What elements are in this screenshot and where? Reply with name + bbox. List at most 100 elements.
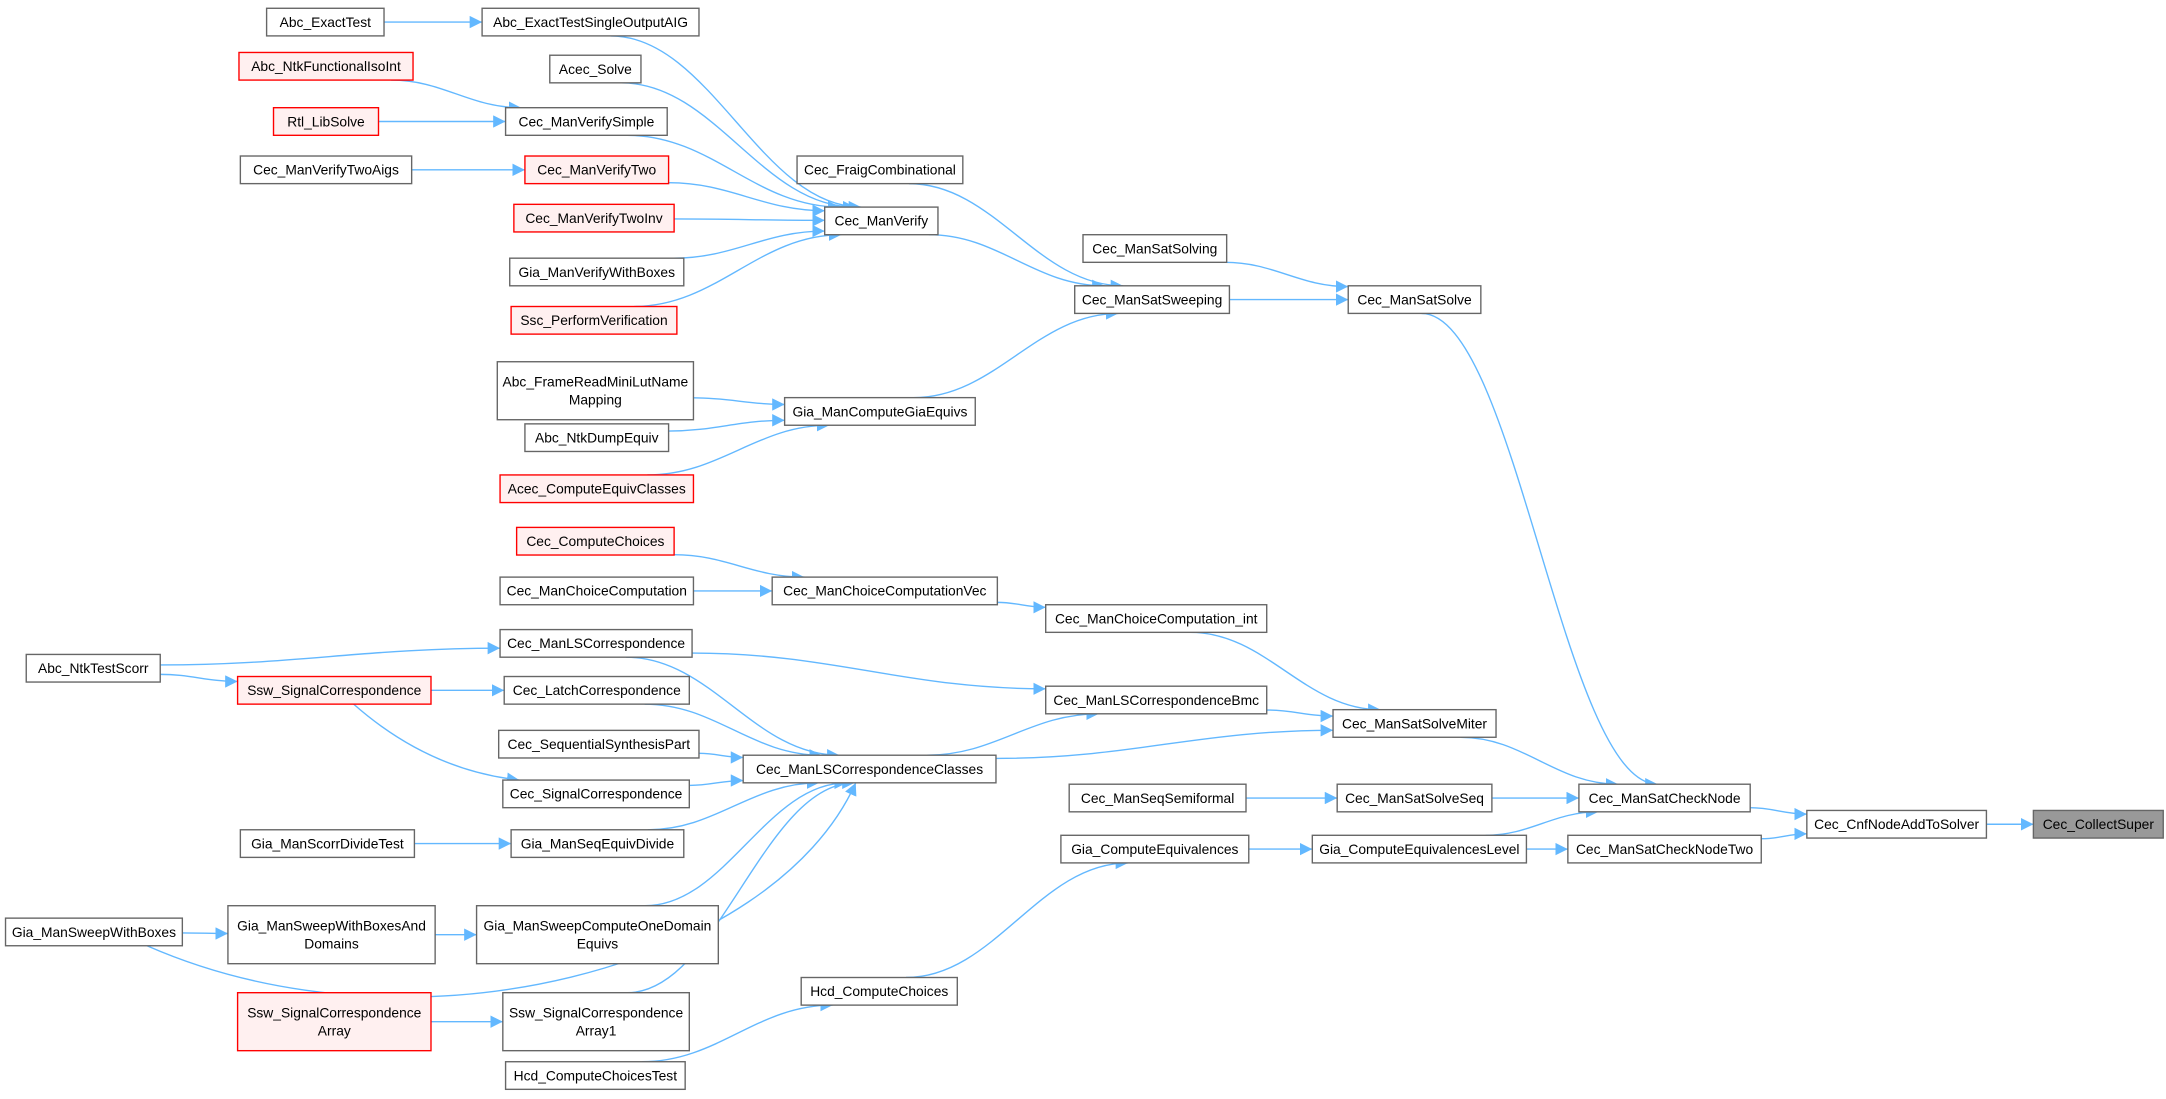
node-label: Cec_LatchCorrespondence bbox=[513, 682, 681, 698]
node-box bbox=[1045, 685, 1268, 715]
node-box bbox=[783, 396, 976, 426]
node-cec-man-lscorrespondence-classes[interactable]: Cec_ManLSCorrespondenceClasses bbox=[742, 754, 997, 784]
node-label: Gia_ComputeEquivalences bbox=[1071, 841, 1238, 857]
node-cec-compute-choices[interactable]: Cec_ComputeChoices bbox=[515, 526, 675, 556]
edge-cec-man-lscorrespondence-to-cec-man-lscorrespondence-bmc bbox=[692, 652, 1046, 696]
node-rtl-lib-solve[interactable]: Rtl_LibSolve bbox=[272, 107, 380, 136]
node-cec-sequential-synthesis-part[interactable]: Cec_SequentialSynthesisPart bbox=[497, 729, 700, 759]
node-box bbox=[265, 7, 385, 37]
node-gia-man-seq-equiv-divide[interactable]: Gia_ManSeqEquivDivide bbox=[510, 829, 685, 859]
node-cec-collect-super: Cec_CollectSuper bbox=[2032, 809, 2164, 839]
node-cec-man-seq-semiformal[interactable]: Cec_ManSeqSemiformal bbox=[1068, 783, 1247, 813]
node-label: Gia_ManVerifyWithBoxes bbox=[519, 264, 676, 280]
edge-cec-man-lscorrespondence-classes-to-cec-man-sat-solve-miter bbox=[995, 724, 1334, 760]
edge-cec-man-choice-computation-vec-to-cec-man-choice-computation-int bbox=[997, 601, 1046, 614]
edge-cec-man-lscorrespondence-bmc-to-cec-man-sat-solve-miter bbox=[1266, 709, 1334, 723]
node-abc-ntk-test-scorr[interactable]: Abc_NtkTestScorr bbox=[25, 653, 161, 683]
node-label: Mapping bbox=[569, 392, 622, 408]
node-box bbox=[496, 361, 695, 421]
node-cec-man-sat-solve-seq[interactable]: Cec_ManSatSolveSeq bbox=[1336, 783, 1493, 813]
node-box bbox=[497, 729, 700, 759]
edge-cec-man-sat-solve-to-cec-man-sat-check-node bbox=[1421, 312, 1658, 791]
node-cec-man-sat-sweeping[interactable]: Cec_ManSatSweeping bbox=[1074, 285, 1231, 315]
node-cec-cnf-node-add-to-solver[interactable]: Cec_CnfNodeAddToSolver bbox=[1806, 809, 1988, 839]
node-box bbox=[2032, 809, 2164, 839]
node-label: Cec_ManVerifyTwoAigs bbox=[253, 162, 399, 178]
node-cec-man-sat-check-node-two[interactable]: Cec_ManSatCheckNodeTwo bbox=[1567, 834, 1762, 864]
node-label: Domains bbox=[304, 936, 359, 952]
node-cec-man-lscorrespondence-bmc[interactable]: Cec_ManLSCorrespondenceBmc bbox=[1045, 685, 1268, 715]
node-label: Cec_CnfNodeAddToSolver bbox=[1814, 816, 1979, 832]
node-abc-exact-test[interactable]: Abc_ExactTest bbox=[265, 7, 385, 37]
node-label: Cec_ManSeqSemiformal bbox=[1081, 790, 1234, 806]
node-cec-man-choice-computation[interactable]: Cec_ManChoiceComputation bbox=[499, 576, 695, 606]
node-label: Cec_ManLSCorrespondenceClasses bbox=[756, 761, 983, 777]
edge-gia-man-verify-with-boxes-to-cec-man-verify bbox=[673, 224, 825, 259]
node-box bbox=[742, 754, 997, 784]
node-hcd-compute-choices-test[interactable]: Hcd_ComputeChoicesTest bbox=[504, 1061, 686, 1091]
edge-acec-compute-equiv-classes-to-gia-man-compute-gia-equivs bbox=[647, 419, 830, 476]
edge-abc-ntk-functional-iso-int-to-cec-man-verify-simple bbox=[391, 79, 522, 114]
node-box bbox=[238, 51, 414, 81]
node-label: Cec_ManLSCorrespondenceBmc bbox=[1053, 692, 1259, 708]
node-cec-latch-correspondence[interactable]: Cec_LatchCorrespondence bbox=[503, 675, 690, 705]
node-cec-man-verify-two-aigs[interactable]: Cec_ManVerifyTwoAigs bbox=[239, 155, 413, 185]
edge-cec-man-verify-two-inv-to-cec-man-verify bbox=[674, 214, 825, 227]
node-label: Cec_ManSatSolveSeq bbox=[1345, 790, 1484, 806]
node-box bbox=[1347, 285, 1482, 315]
node-box bbox=[1045, 604, 1268, 634]
node-hcd-compute-choices[interactable]: Hcd_ComputeChoices bbox=[800, 976, 958, 1006]
node-cec-man-verify-simple[interactable]: Cec_ManVerifySimple bbox=[504, 107, 668, 136]
node-label: Ssw_SignalCorrespondence bbox=[509, 1005, 683, 1021]
node-label: Cec_ManVerifyTwo bbox=[537, 162, 656, 178]
edge-cec-sequential-synthesis-part-to-cec-man-lscorrespondence-classes bbox=[698, 751, 744, 764]
node-label: Cec_ManChoiceComputation_int bbox=[1055, 610, 1258, 626]
node-cec-man-sat-solving[interactable]: Cec_ManSatSolving bbox=[1082, 234, 1228, 264]
node-label: Cec_FraigCombinational bbox=[804, 162, 956, 178]
node-abc-exact-test-single-output-aig[interactable]: Abc_ExactTestSingleOutputAIG bbox=[481, 7, 700, 37]
edge-gia-man-sweep-with-boxes-to-cec-man-lscorrespondence-classes bbox=[146, 782, 857, 998]
node-gia-compute-equivalences-level[interactable]: Gia_ComputeEquivalencesLevel bbox=[1311, 834, 1528, 864]
node-cec-fraig-combinational[interactable]: Cec_FraigCombinational bbox=[796, 155, 964, 185]
node-cec-man-choice-computation-int[interactable]: Cec_ManChoiceComputation_int bbox=[1045, 604, 1268, 634]
node-acec-compute-equiv-classes[interactable]: Acec_ComputeEquivClasses bbox=[499, 474, 695, 504]
node-box bbox=[510, 829, 685, 859]
node-gia-man-scorr-divide-test[interactable]: Gia_ManScorrDivideTest bbox=[239, 829, 416, 859]
node-acec-solve[interactable]: Acec_Solve bbox=[549, 54, 642, 84]
node-cec-man-sat-check-node[interactable]: Cec_ManSatCheckNode bbox=[1578, 783, 1751, 813]
node-abc-ntk-functional-iso-int[interactable]: Abc_NtkFunctionalIsoInt bbox=[238, 51, 414, 81]
node-gia-man-compute-gia-equivs[interactable]: Gia_ManComputeGiaEquivs bbox=[783, 396, 976, 426]
edge-gia-man-sweep-with-boxes-to-gia-man-sweep-with-boxes-and-domains bbox=[182, 927, 228, 940]
node-ssw-signal-correspondence[interactable]: Ssw_SignalCorrespondence bbox=[236, 675, 432, 705]
node-label: Cec_ManVerify bbox=[835, 213, 929, 229]
edge-cec-man-lscorrespondence-to-cec-man-lscorrespondence-classes bbox=[626, 656, 840, 762]
node-gia-compute-equivalences[interactable]: Gia_ComputeEquivalences bbox=[1060, 834, 1250, 864]
node-cec-man-verify-two[interactable]: Cec_ManVerifyTwo bbox=[524, 155, 670, 185]
node-box bbox=[504, 1061, 686, 1091]
node-cec-man-sat-solve[interactable]: Cec_ManSatSolve bbox=[1347, 285, 1482, 315]
node-box bbox=[1060, 834, 1250, 864]
edge-cec-man-sat-check-node-to-cec-cnf-node-add-to-solver bbox=[1750, 807, 1807, 821]
node-label: Cec_SignalCorrespondence bbox=[510, 786, 683, 802]
node-cec-signal-correspondence[interactable]: Cec_SignalCorrespondence bbox=[502, 779, 690, 809]
node-cec-man-verify-two-inv[interactable]: Cec_ManVerifyTwoInv bbox=[513, 203, 675, 233]
edge-cec-man-sat-check-node-two-to-cec-cnf-node-add-to-solver bbox=[1761, 827, 1807, 841]
node-cec-man-verify[interactable]: Cec_ManVerify bbox=[823, 206, 939, 236]
node-cec-man-sat-solve-miter[interactable]: Cec_ManSatSolveMiter bbox=[1332, 708, 1497, 738]
node-cec-man-choice-computation-vec[interactable]: Cec_ManChoiceComputationVec bbox=[771, 576, 999, 606]
node-ssc-perform-verification[interactable]: Ssc_PerformVerification bbox=[510, 305, 678, 335]
node-label: Gia_ManScorrDivideTest bbox=[251, 835, 404, 851]
node-cec-man-lscorrespondence[interactable]: Cec_ManLSCorrespondence bbox=[499, 628, 693, 658]
node-label: Cec_ManSatSweeping bbox=[1082, 291, 1222, 307]
edge-abc-frame-read-mini-lut-name-mapping-to-gia-man-compute-gia-equivs bbox=[693, 397, 785, 411]
node-label: Acec_ComputeEquivClasses bbox=[508, 481, 686, 497]
node-box bbox=[1578, 783, 1751, 813]
node-gia-man-sweep-with-boxes[interactable]: Gia_ManSweepWithBoxes bbox=[4, 917, 184, 947]
node-gia-man-verify-with-boxes[interactable]: Gia_ManVerifyWithBoxes bbox=[509, 257, 685, 287]
node-abc-ntk-dump-equiv[interactable]: Abc_NtkDumpEquiv bbox=[524, 423, 670, 453]
